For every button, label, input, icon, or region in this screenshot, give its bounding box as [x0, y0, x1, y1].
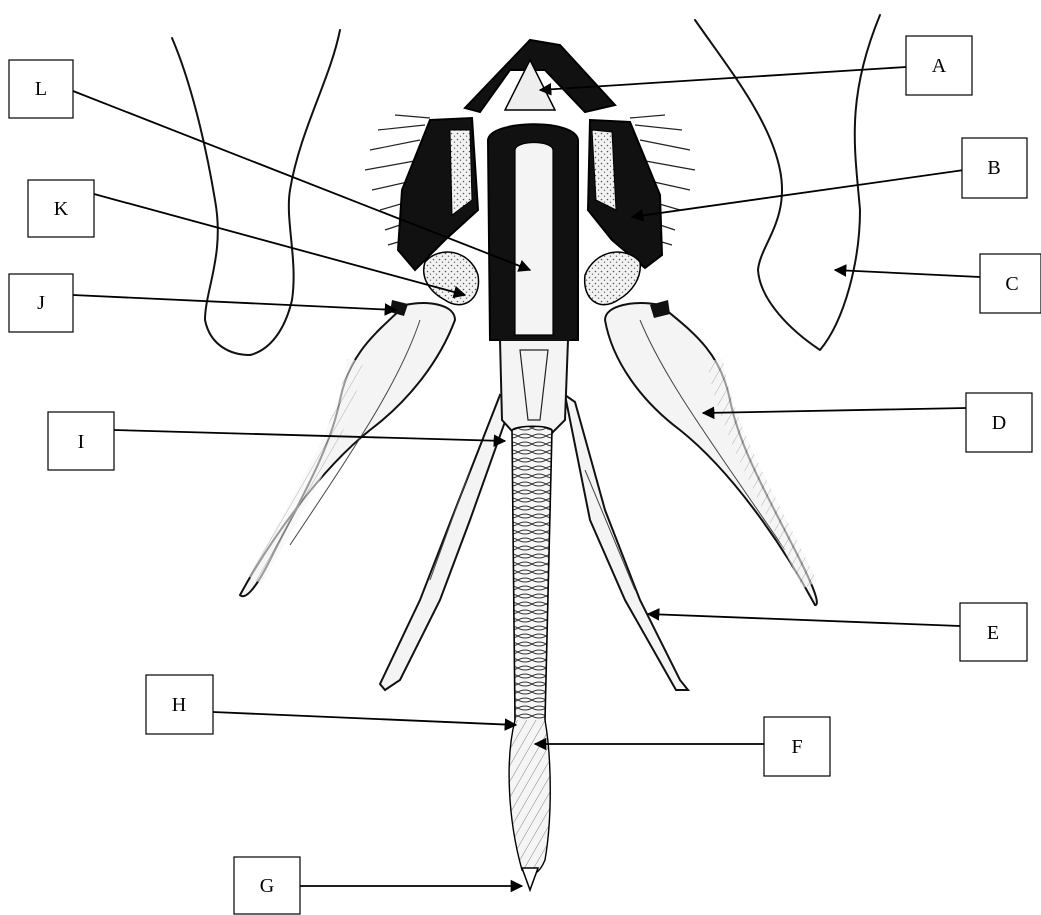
label-i-text: I: [78, 431, 85, 453]
label-a-text: A: [932, 55, 947, 77]
leader-line-h: [213, 712, 516, 725]
right-side-lobe: [695, 15, 880, 350]
label-d: D: [966, 393, 1032, 452]
label-d-text: D: [992, 412, 1006, 434]
label-c-text: C: [1005, 273, 1018, 295]
label-e-text: E: [987, 622, 999, 644]
left-palp-base: [424, 252, 479, 305]
right-palp-base: [585, 252, 641, 305]
label-l: L: [9, 60, 73, 118]
labium-base: [500, 340, 568, 440]
leader-line-b: [632, 170, 964, 217]
label-e: E: [960, 603, 1027, 661]
left-dark-plate: [398, 118, 478, 270]
label-j-text: J: [37, 292, 45, 314]
proboscis: [509, 426, 552, 874]
label-b: B: [962, 138, 1027, 198]
label-f-text: F: [791, 736, 802, 758]
label-k: K: [28, 180, 94, 237]
label-h: H: [146, 675, 213, 734]
right-mandible: [565, 395, 688, 690]
label-h-text: H: [172, 694, 186, 716]
label-f: F: [764, 717, 830, 776]
label-c: C: [980, 254, 1041, 313]
leader-line-c: [835, 270, 980, 277]
label-j: J: [9, 274, 73, 332]
label-i: I: [48, 412, 114, 470]
head-cap: [465, 40, 615, 112]
label-a: A: [906, 36, 972, 95]
label-g: G: [234, 857, 300, 914]
right-palp: [605, 303, 817, 605]
leader-line-a: [540, 67, 906, 90]
label-l-text: L: [35, 78, 47, 100]
leader-line-j: [73, 295, 396, 310]
left-palp: [240, 303, 455, 596]
leader-line-e: [648, 614, 960, 626]
leader-line-d: [703, 408, 966, 413]
leader-line-i: [114, 430, 505, 441]
proboscis-tip: [522, 868, 538, 890]
label-g-text: G: [260, 875, 274, 897]
label-k-text: K: [54, 198, 69, 220]
label-b-text: B: [987, 157, 1000, 179]
central-labrum: [488, 124, 578, 340]
